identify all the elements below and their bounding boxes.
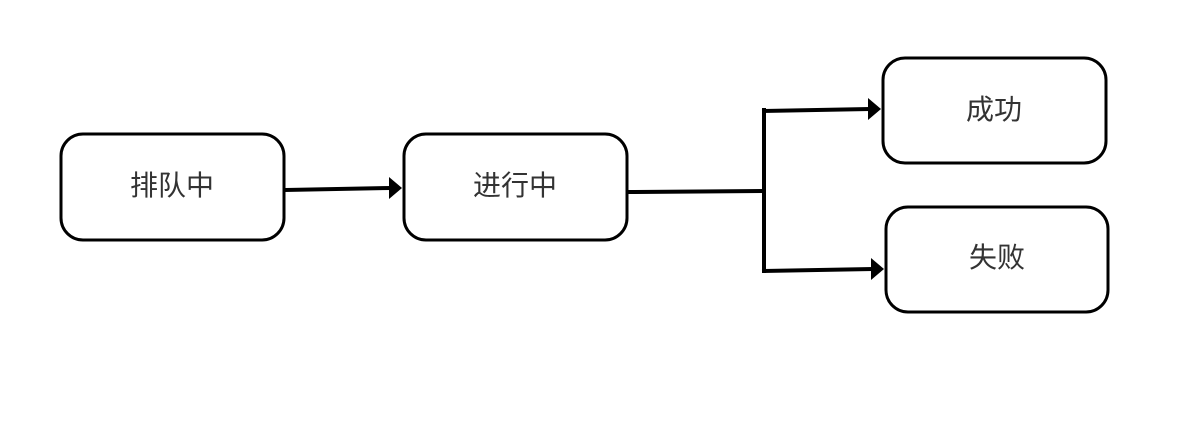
node-running-box bbox=[402, 132, 629, 242]
node-failed-label: 失败 bbox=[969, 241, 1025, 274]
node-queued-label: 排队中 bbox=[130, 169, 214, 202]
arrow-head-failed bbox=[871, 258, 884, 280]
node-failed: 失败 bbox=[884, 205, 1110, 314]
node-queued: 排队中 bbox=[59, 132, 286, 242]
edge-running-trunk-line bbox=[626, 188, 764, 195]
edge-queued-to-running bbox=[283, 177, 402, 199]
node-running: 进行中 bbox=[402, 132, 629, 242]
edge-running-to-success-line bbox=[761, 106, 871, 114]
node-failed-box bbox=[884, 205, 1110, 314]
edge-running-to-failed-line bbox=[761, 266, 874, 274]
node-success: 成功 bbox=[881, 56, 1108, 165]
node-success-box bbox=[881, 56, 1108, 165]
arrow-head-running bbox=[389, 177, 402, 199]
arrow-head-success bbox=[868, 98, 881, 120]
edge-queued-to-running-line bbox=[283, 185, 392, 193]
node-running-label: 进行中 bbox=[473, 169, 557, 202]
edge-running-to-success bbox=[761, 98, 881, 120]
node-queued-box bbox=[59, 132, 286, 242]
edge-running-to-split bbox=[626, 108, 766, 273]
edge-running-to-failed bbox=[761, 258, 884, 280]
node-success-label: 成功 bbox=[966, 93, 1022, 126]
